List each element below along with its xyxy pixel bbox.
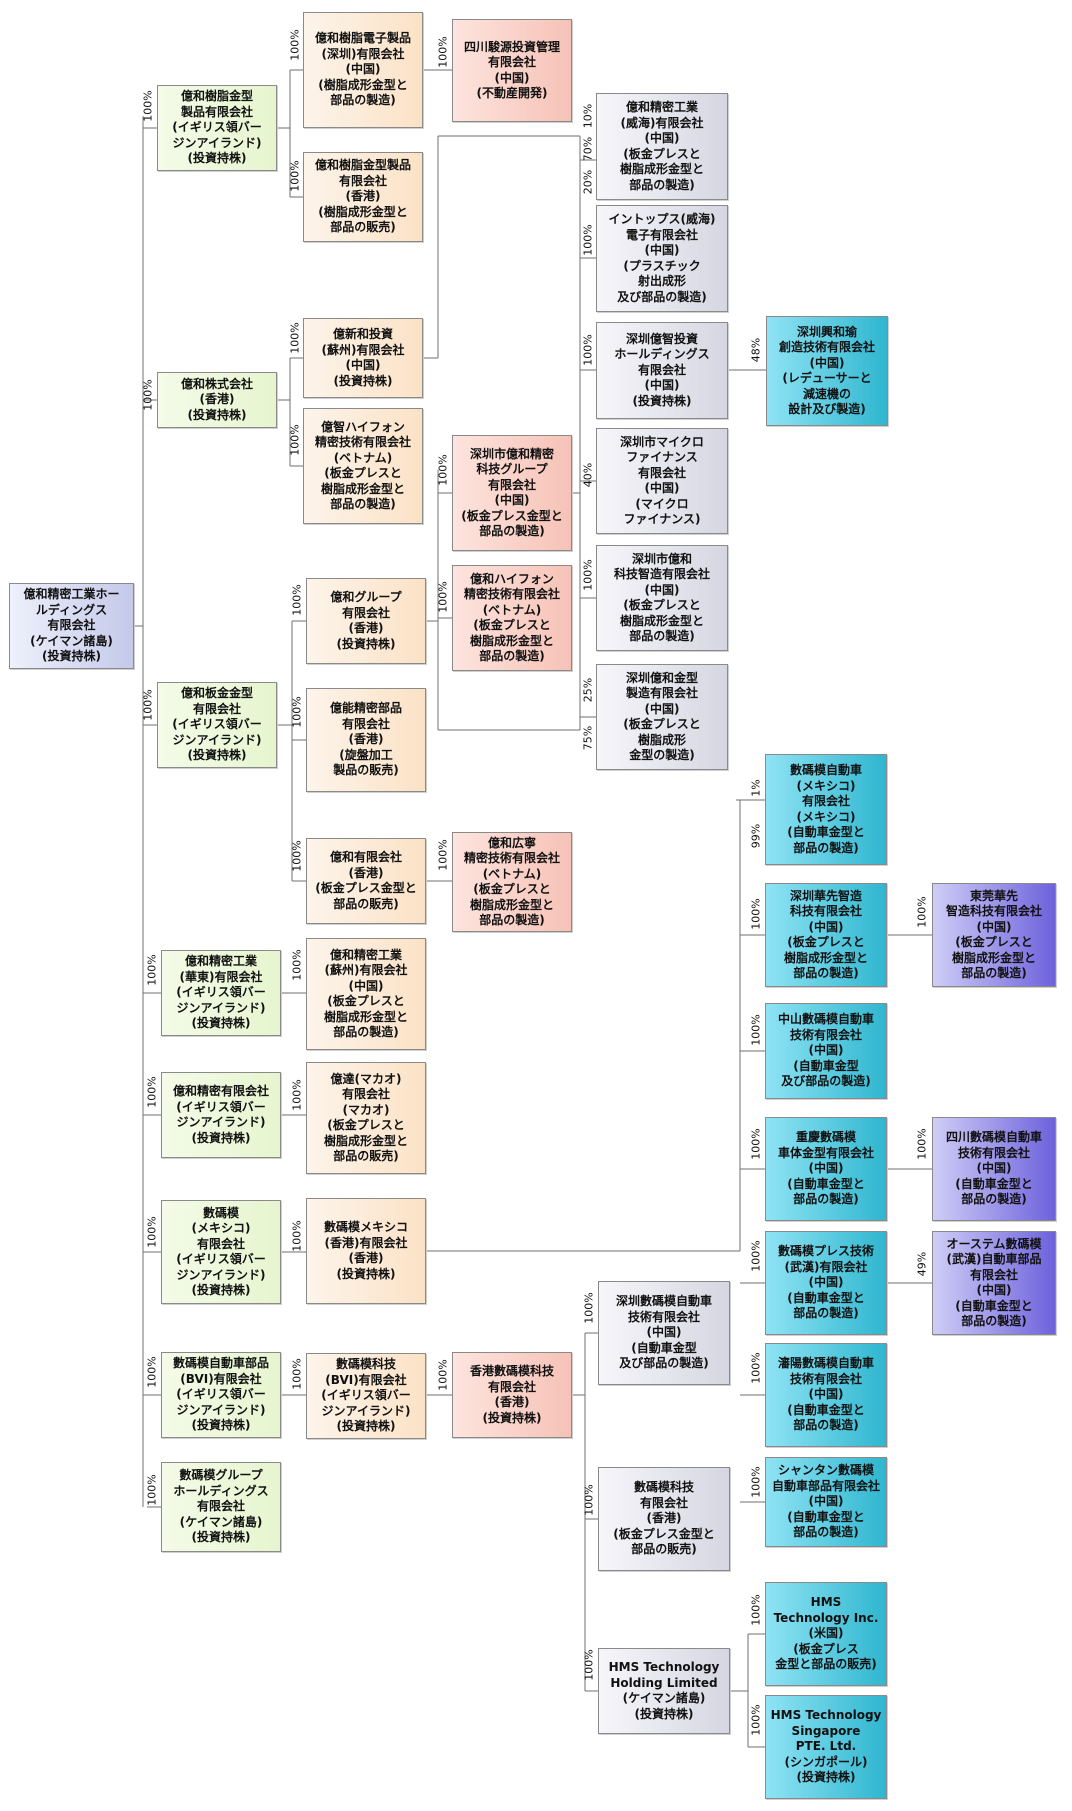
company-b4: 億智ハイフォン 精密技術有限会社 (ベトナム) (板金プレスと 樹脂成形金型と …	[303, 408, 423, 524]
pct-e2-a: 1%	[749, 779, 763, 797]
pct-a6: 100%	[145, 1216, 159, 1248]
company-a1: 億和樹脂金型 製品有限会社 (イギリス領バー ジンアイランド) (投資持株)	[157, 85, 277, 171]
company-b11: 數碼模科技 (BVI)有限会社 (イギリス領バー ジンアイランド) (投資持株)	[306, 1353, 426, 1439]
company-a8: 數碼模グループ ホールディングス 有限会社 (ケイマン諸島) (投資持株)	[161, 1462, 281, 1552]
company-b10: 數碼模メキシコ (香港)有限会社 (香港) (投資持株)	[306, 1198, 426, 1304]
pct-c5: 100%	[436, 1359, 450, 1391]
pct-b5: 100%	[290, 584, 304, 616]
company-e10: HMS Technology Singapore PTE. Ltd. (シンガポ…	[765, 1695, 887, 1799]
pct-d6-b: 75%	[581, 725, 595, 751]
company-f2: 四川數碼模自動車 技術有限会社 (中国) (自動車金型と 部品の製造)	[932, 1117, 1056, 1221]
pct-b4: 100%	[288, 424, 302, 456]
pct-a5: 100%	[145, 1076, 159, 1108]
pct-d1-c: 20%	[581, 169, 595, 195]
pct-d6-a: 25%	[581, 677, 595, 703]
company-d7: 深圳數碼模自動車 技術有限会社 (中国) (自動車金型 及び部品の製造)	[598, 1281, 730, 1385]
company-d3: 深圳億智投資 ホールディングス 有限会社 (中国) (投資持株)	[596, 322, 728, 419]
pct-d2: 100%	[581, 224, 595, 256]
pct-a7: 100%	[145, 1356, 159, 1388]
company-a5: 億和精密有限会社 (イギリス領バー ジンアイランド) (投資持株)	[161, 1072, 281, 1158]
pct-e2-b: 99%	[749, 823, 763, 849]
pct-d8: 100%	[582, 1484, 596, 1516]
company-c4: 億和広寧 精密技術有限会社 (ベトナム) (板金プレスと 樹脂成形金型と 部品の…	[452, 832, 572, 932]
pct-b11: 100%	[290, 1358, 304, 1390]
company-d5: 深圳市億和 科技智造有限会社 (中国) (板金プレスと 樹脂成形金型と 部品の製…	[596, 545, 728, 651]
company-c2: 深圳市億和精密 科技グループ 有限会社 (中国) (板金プレス金型と 部品の製造…	[452, 435, 572, 551]
company-e4: 中山數碼模自動車 技術有限会社 (中国) (自動車金型 及び部品の製造)	[765, 1003, 887, 1099]
company-c3: 億和ハイフォン 精密技術有限会社 (ベトナム) (板金プレスと 樹脂成形金型と …	[452, 565, 572, 671]
company-e2: 數碼模自動車 (メキシコ) 有限会社 (メキシコ) (自動車金型と 部品の製造)	[765, 754, 887, 865]
company-a3: 億和板金金型 有限会社 (イギリス領バー ジンアイランド) (投資持株)	[157, 682, 277, 768]
pct-a4: 100%	[145, 954, 159, 986]
company-e8: シャンタン數碼模 自動車部品有限会社 (中国) (自動車金型と 部品の製造)	[765, 1457, 887, 1547]
pct-e3: 100%	[749, 898, 763, 930]
pct-c2: 100%	[436, 454, 450, 486]
company-e5: 重慶數碼模 車体金型有限会社 (中国) (自動車金型と 部品の製造)	[765, 1117, 887, 1221]
pct-a8: 100%	[145, 1474, 159, 1506]
company-e1: 深圳興和瑜 創造技術有限会社 (中国) (レデューサーと 減速機の 設計及び製造…	[766, 316, 888, 426]
company-e3: 深圳華先智造 科技有限会社 (中国) (板金プレスと 樹脂成形金型と 部品の製造…	[765, 883, 887, 987]
company-d2: イントップス(威海) 電子有限会社 (中国) (プラスチック 射出成形 及び部品…	[596, 205, 728, 312]
pct-d3: 100%	[581, 334, 595, 366]
pct-e10: 100%	[749, 1704, 763, 1736]
company-d8: 數碼模科技 有限会社 (香港) (板金プレス金型と 部品の販売)	[598, 1467, 730, 1571]
pct-a3: 100%	[141, 689, 155, 721]
pct-f1: 100%	[915, 896, 929, 928]
company-a2: 億和株式会社 (香港) (投資持株)	[157, 372, 277, 428]
company-b3: 億新和投資 (蘇州)有限会社 (中国) (投資持株)	[303, 318, 423, 398]
pct-f2: 100%	[915, 1128, 929, 1160]
company-d9: HMS Technology Holding Limited (ケイマン諸島) …	[598, 1648, 730, 1734]
pct-b1: 100%	[288, 29, 302, 61]
pct-e9: 100%	[749, 1594, 763, 1626]
pct-d5: 100%	[581, 559, 595, 591]
pct-c1: 100%	[436, 36, 450, 68]
company-e7: 瀋陽數碼模自動車 技術有限会社 (中国) (自動車金型と 部品の製造)	[765, 1343, 887, 1447]
company-c1: 四川駿源投資管理 有限会社 (中国) (不動産開発)	[452, 19, 572, 122]
company-b6: 億能精密部品 有限会社 (香港) (旋盤加工 製品の販売)	[306, 688, 426, 792]
pct-b3: 100%	[288, 322, 302, 354]
pct-b9: 100%	[290, 1079, 304, 1111]
company-a4: 億和精密工業 (華東)有限会社 (イギリス領バー ジンアイランド) (投資持株)	[161, 950, 281, 1036]
company-a6: 數碼模 (メキシコ) 有限会社 (イギリス領バー ジンアイランド) (投資持株)	[161, 1200, 281, 1304]
pct-f3: 49%	[915, 1251, 929, 1277]
company-d6: 深圳億和金型 製造有限会社 (中国) (板金プレスと 樹脂成形 金型の製造)	[596, 664, 728, 770]
company-d4: 深圳市マイクロ ファイナンス 有限会社 (中国) (マイクロ ファイナンス)	[596, 428, 728, 534]
pct-d7: 100%	[582, 1292, 596, 1324]
pct-e4: 100%	[749, 1014, 763, 1046]
company-b9: 億達(マカオ) 有限会社 (マカオ) (板金プレスと 樹脂成形金型と 部品の販売…	[306, 1062, 426, 1174]
company-f1: 東莞華先 智造科技有限会社 (中国) (板金プレスと 樹脂成形金型と 部品の製造…	[932, 883, 1056, 987]
pct-e1: 48%	[749, 337, 763, 363]
pct-a2: 100%	[141, 379, 155, 411]
pct-d4: 40%	[581, 462, 595, 488]
company-root: 億和精密工業ホー ルディングス 有限会社 (ケイマン諸島) (投資持株)	[9, 583, 134, 669]
company-c5: 香港數碼模科技 有限会社 (香港) (投資持株)	[452, 1352, 572, 1438]
pct-c4: 100%	[436, 839, 450, 871]
company-e6: 數碼模プレス技術 (武漢)有限会社 (中国) (自動車金型と 部品の製造)	[765, 1231, 887, 1335]
company-a7: 數碼模自動車部品 (BVI)有限会社 (イギリス領バー ジンアイランド) (投資…	[161, 1352, 281, 1438]
company-e9: HMS Technology Inc. (米国) (板金プレス 金型と部品の販売…	[765, 1582, 887, 1686]
company-d1: 億和精密工業 (威海)有限会社 (中国) (板金プレスと 樹脂成形金型と 部品の…	[596, 93, 728, 200]
pct-e5: 100%	[749, 1128, 763, 1160]
company-b7: 億和有限会社 (香港) (板金プレス金型と 部品の販売)	[306, 838, 426, 924]
company-b2: 億和樹脂金型製品 有限会社 (香港) (樹脂成形金型と 部品の販売)	[303, 152, 423, 242]
pct-e7: 100%	[749, 1352, 763, 1384]
pct-c3: 100%	[436, 581, 450, 613]
pct-b6: 100%	[290, 696, 304, 728]
pct-b10: 100%	[290, 1220, 304, 1252]
pct-b8: 100%	[290, 949, 304, 981]
company-b5: 億和グループ 有限会社 (香港) (投資持株)	[306, 578, 426, 664]
pct-e6: 100%	[749, 1240, 763, 1272]
pct-b2: 100%	[288, 160, 302, 192]
pct-b7: 100%	[290, 840, 304, 872]
pct-e8: 100%	[749, 1466, 763, 1498]
company-b1: 億和樹脂電子製品 (深圳)有限会社 (中国) (樹脂成形金型と 部品の製造)	[303, 12, 423, 128]
pct-a1: 100%	[141, 90, 155, 122]
pct-d9: 100%	[582, 1649, 596, 1681]
company-f3: オーステム數碼模 (武漢)自動車部品 有限会社 (中国) (自動車金型と 部品の…	[932, 1231, 1056, 1335]
company-b8: 億和精密工業 (蘇州)有限会社 (中国) (板金プレスと 樹脂成形金型と 部品の…	[306, 938, 426, 1050]
